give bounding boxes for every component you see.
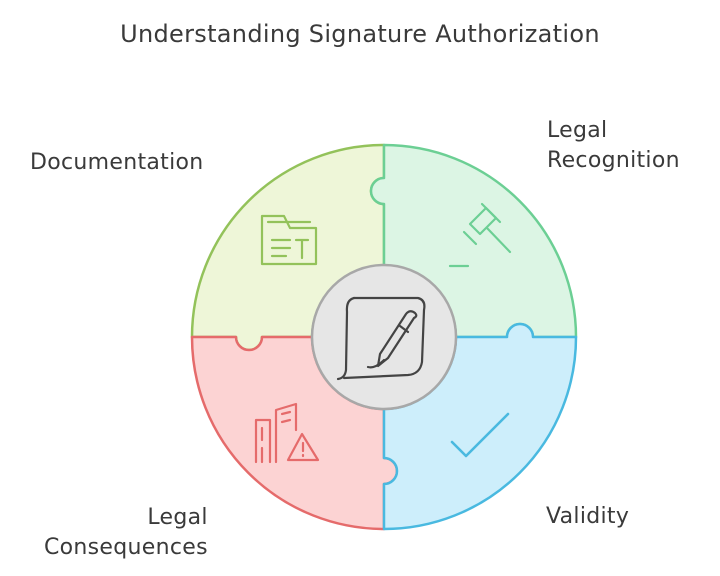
gavel-icon xyxy=(448,202,512,268)
label-documentation: Documentation xyxy=(30,150,204,175)
label-legal-recognition: Legal Recognition xyxy=(547,116,680,176)
label-legal-consequences-line1: Legal xyxy=(147,505,208,530)
signature-document-pen-icon xyxy=(336,296,426,381)
label-legal-consequences-line2: Consequences xyxy=(44,535,208,560)
label-legal-recognition-line1: Legal xyxy=(547,118,608,143)
label-legal-recognition-line2: Recognition xyxy=(547,148,680,173)
label-legal-consequences: Legal Consequences xyxy=(44,503,208,563)
checkmark-icon xyxy=(450,412,510,458)
folder-text-icon xyxy=(260,214,318,266)
diagram-title: Understanding Signature Authorization xyxy=(120,20,600,48)
label-validity: Validity xyxy=(546,504,630,529)
buildings-warning-icon xyxy=(254,402,320,464)
center-circle xyxy=(310,263,458,411)
segment-validity xyxy=(382,322,578,531)
